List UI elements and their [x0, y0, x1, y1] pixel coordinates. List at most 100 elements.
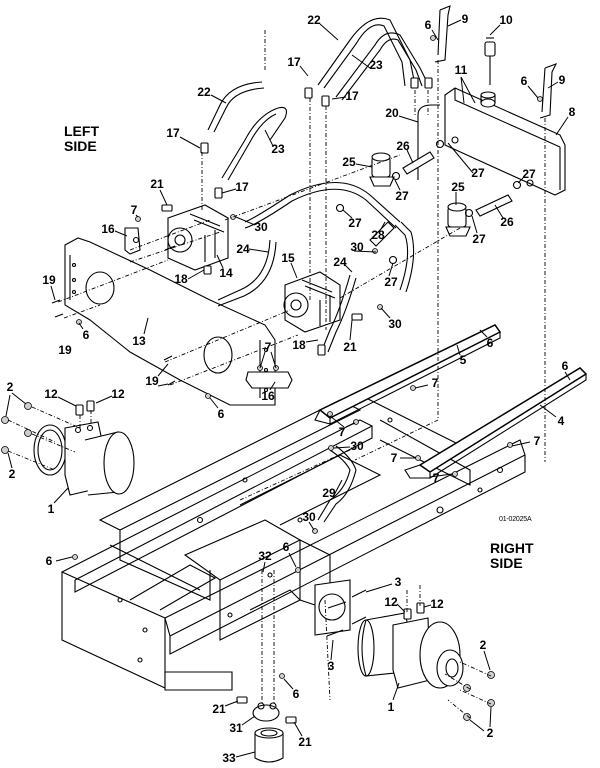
callout-part-30: 30 — [350, 439, 364, 453]
callout-part-6: 6 — [292, 687, 300, 701]
vent-tube-20 — [417, 104, 440, 180]
callout-part-30: 30 — [388, 317, 402, 331]
callout-part-17: 17 — [287, 55, 301, 69]
hydraulic-filter — [254, 727, 284, 763]
callout-part-13: 13 — [132, 334, 146, 348]
right-side-label-line1: RIGHT — [490, 540, 534, 556]
callout-part-15: 15 — [281, 251, 295, 265]
callout-part-6: 6 — [217, 407, 225, 421]
pump-left — [164, 204, 229, 271]
callout-part-25: 25 — [451, 180, 465, 194]
callout-part-21: 21 — [298, 735, 312, 749]
screws-19 — [51, 299, 176, 386]
callout-part-17: 17 — [345, 89, 359, 103]
callout-part-6: 6 — [82, 328, 90, 342]
short-hose-26-lower — [475, 194, 513, 217]
hydraulic-tank — [444, 87, 566, 196]
callout-part-17: 17 — [235, 180, 249, 194]
callout-part-26: 26 — [396, 139, 410, 153]
callout-part-9: 9 — [461, 12, 469, 26]
tank-strap-right — [539, 63, 558, 119]
callout-part-14: 14 — [219, 266, 233, 280]
callout-part-4: 4 — [557, 414, 565, 428]
callout-part-1: 1 — [47, 502, 55, 516]
callout-part-9: 9 — [558, 73, 566, 87]
callout-part-2: 2 — [6, 380, 14, 394]
aux-pump-upper — [369, 152, 395, 187]
filter-head — [252, 702, 280, 722]
callout-part-24: 24 — [236, 242, 250, 256]
pump-right — [283, 271, 341, 333]
callout-part-27: 27 — [384, 275, 398, 289]
callout-part-29: 29 — [322, 486, 336, 500]
callout-part-33: 33 — [222, 751, 236, 765]
bracket-upper — [124, 227, 141, 255]
callout-part-27: 27 — [472, 232, 486, 246]
callout-part-19: 19 — [58, 343, 72, 357]
callout-part-20: 20 — [385, 106, 399, 120]
callout-part-32: 32 — [258, 549, 272, 563]
callout-part-18: 18 — [292, 338, 306, 352]
frame-rail-5 — [314, 324, 502, 425]
callout-part-21: 21 — [212, 702, 226, 716]
clamps-27 — [335, 139, 522, 265]
frame-holes — [117, 417, 504, 663]
dipstick — [484, 37, 496, 85]
callout-part-7: 7 — [432, 471, 440, 485]
right-side-label-line2: SIDE — [490, 555, 523, 571]
callout-part-7: 7 — [338, 425, 346, 439]
fittings — [75, 77, 433, 724]
callout-part-27: 27 — [348, 216, 362, 230]
callout-part-7: 7 — [130, 203, 138, 217]
leader-lines — [5, 19, 571, 758]
callout-part-6: 6 — [486, 336, 494, 350]
callout-part-6: 6 — [45, 554, 53, 568]
callout-part-2: 2 — [479, 638, 487, 652]
callout-part-10: 10 — [499, 13, 513, 27]
tank-strap-left — [434, 5, 451, 63]
callout-part-23: 23 — [369, 58, 383, 72]
callout-part-3: 3 — [394, 575, 402, 589]
callout-part-7: 7 — [431, 376, 439, 390]
callout-part-2: 2 — [8, 467, 16, 481]
callout-part-30: 30 — [254, 220, 268, 234]
callout-part-1: 1 — [387, 700, 395, 714]
callout-part-6: 6 — [520, 74, 528, 88]
callout-part-19: 19 — [42, 273, 56, 287]
callout-part-3: 3 — [327, 659, 335, 673]
callout-part-16: 16 — [261, 389, 275, 403]
callout-part-11: 11 — [454, 63, 468, 77]
callout-part-5: 5 — [459, 353, 467, 367]
callout-part-16: 16 — [101, 222, 115, 236]
pump-mount-plate — [64, 237, 276, 406]
callout-part-21: 21 — [343, 340, 357, 354]
hose-23-upper — [335, 32, 429, 101]
callout-part-18: 18 — [174, 272, 188, 286]
callout-part-8: 8 — [568, 105, 576, 119]
left-side-label-line2: SIDE — [64, 138, 97, 154]
callout-part-6: 6 — [424, 18, 432, 32]
callout-part-27: 27 — [471, 166, 485, 180]
wheel-motor-left — [33, 421, 135, 496]
hose-22-left — [207, 81, 265, 133]
callout-part-22: 22 — [197, 85, 211, 99]
callout-part-19: 19 — [145, 374, 159, 388]
callout-part-31: 31 — [229, 721, 243, 735]
callout-part-27: 27 — [522, 167, 536, 181]
callout-part-6: 6 — [561, 359, 569, 373]
callout-part-7: 7 — [264, 340, 272, 354]
callout-part-17: 17 — [166, 126, 180, 140]
suction-hose-29 — [317, 445, 357, 523]
callout-part-12: 12 — [44, 387, 58, 401]
callout-part-6: 6 — [282, 540, 290, 554]
callout-part-2: 2 — [486, 726, 494, 740]
hose-24-lower-right — [321, 274, 357, 353]
callout-part-22: 22 — [307, 13, 321, 27]
callout-part-25: 25 — [342, 155, 356, 169]
callout-part-7: 7 — [390, 451, 398, 465]
drawing-code: 01-02025A — [499, 516, 532, 523]
callout-part-30: 30 — [350, 240, 364, 254]
left-side-label-line1: LEFT — [64, 123, 99, 139]
callout-part-12: 12 — [384, 595, 398, 609]
